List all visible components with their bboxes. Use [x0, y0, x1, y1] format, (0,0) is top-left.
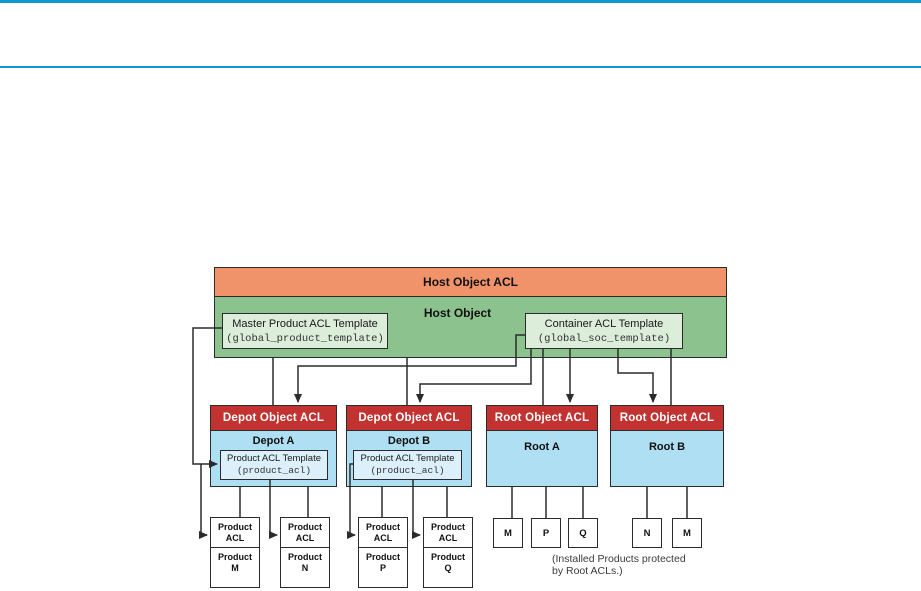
installed-m-label: M: [504, 527, 512, 539]
root-a-acl-header-label: Root Object ACL: [494, 412, 590, 424]
product-p-box: Product ACL Product P: [358, 517, 408, 588]
product-n-name-line2: N: [301, 562, 309, 573]
installed-n-label: N: [643, 527, 651, 539]
root-a-body: Root A: [487, 431, 597, 486]
master-product-acl-template-box: Master Product ACL Template (global_prod…: [222, 313, 388, 349]
product-m-acl-line2: ACL: [225, 532, 245, 543]
caption-line1: (Installed Products protected: [552, 553, 686, 565]
installed-product-m-root-a: M: [493, 518, 523, 548]
host-object-acl-box: Host Object ACL: [214, 267, 727, 297]
depot-a-template-code: (product_acl): [236, 465, 312, 476]
depot-a-product-acl-template-box: Product ACL Template (product_acl): [220, 450, 328, 480]
product-q-name-cell: Product Q: [424, 548, 472, 587]
root-a-box: Root Object ACL Root A: [486, 405, 598, 487]
depot-a-name: Depot A: [252, 435, 295, 447]
arrow-template-a-to-product-n-acl: [269, 480, 278, 539]
depot-b-body: Depot B: [347, 431, 471, 486]
product-n-name-cell: Product N: [281, 548, 329, 587]
installed-product-q-root-a: Q: [568, 518, 598, 548]
master-template-code: (global_product_template): [226, 332, 384, 345]
page-top-rule: [0, 0, 921, 3]
host-object-label: Host Object: [423, 306, 492, 320]
installed-products-caption: (Installed Products protected by Root AC…: [552, 553, 686, 577]
container-acl-template-box: Container ACL Template (global_soc_templ…: [525, 313, 683, 349]
product-q-acl-cell: Product ACL: [424, 518, 472, 548]
product-p-name-line2: P: [379, 562, 386, 573]
depot-a-template-name: Product ACL Template: [227, 453, 321, 464]
depot-a-acl-header-label: Depot Object ACL: [222, 412, 325, 424]
installed-m2-label: M: [683, 527, 691, 539]
product-p-acl-line2: ACL: [373, 532, 393, 543]
product-n-name-line1: Product: [287, 552, 322, 562]
installed-product-m-root-b: M: [672, 518, 702, 548]
product-p-name-cell: Product P: [359, 548, 407, 587]
depot-a-acl-header: Depot Object ACL: [211, 406, 336, 431]
root-b-acl-header-label: Root Object ACL: [619, 412, 715, 424]
root-a-name: Root A: [524, 441, 560, 453]
root-a-acl-header: Root Object ACL: [487, 406, 597, 431]
product-m-acl-line1: Product: [217, 522, 252, 532]
product-q-box: Product ACL Product Q: [423, 517, 473, 588]
product-p-acl-cell: Product ACL: [359, 518, 407, 548]
depot-b-template-code: (product_acl): [370, 465, 445, 476]
container-template-code: (global_soc_template): [537, 332, 671, 345]
installed-p-label: P: [542, 527, 550, 539]
product-m-name-line1: Product: [217, 552, 252, 562]
product-p-acl-line1: Product: [365, 522, 400, 532]
product-q-acl-line2: ACL: [438, 532, 458, 543]
product-n-acl-line2: ACL: [295, 532, 315, 543]
depot-b-acl-header: Depot Object ACL: [347, 406, 471, 431]
root-b-box: Root Object ACL Root B: [610, 405, 724, 487]
container-template-name: Container ACL Template: [544, 317, 664, 330]
product-q-acl-line1: Product: [430, 522, 465, 532]
product-m-acl-cell: Product ACL: [211, 518, 259, 548]
installed-product-p-root-a: P: [531, 518, 561, 548]
product-n-acl-cell: Product ACL: [281, 518, 329, 548]
depot-b-acl-header-label: Depot Object ACL: [358, 412, 460, 424]
arrow-template-b-to-product-q-acl: [412, 480, 421, 539]
depot-b-product-acl-template-box: Product ACL Template (product_acl): [353, 450, 462, 480]
root-b-name: Root B: [648, 441, 686, 453]
product-p-name-line1: Product: [365, 552, 400, 562]
arrow-master-to-product-m-acl: [199, 464, 208, 539]
product-m-name-line2: M: [231, 562, 239, 573]
depot-a-body: Depot A: [211, 431, 336, 486]
installed-product-n-root-b: N: [632, 518, 662, 548]
page-header-rule: [0, 66, 921, 68]
caption-line2: by Root ACLs.): [552, 565, 623, 577]
product-m-box: Product ACL Product M: [210, 517, 260, 588]
host-object-acl-label: Host Object ACL: [423, 275, 518, 289]
master-template-name: Master Product ACL Template: [232, 317, 378, 330]
installed-q-label: Q: [579, 527, 587, 539]
product-n-acl-line1: Product: [287, 522, 322, 532]
depot-b-name: Depot B: [387, 435, 431, 447]
root-b-body: Root B: [611, 431, 723, 486]
depot-b-template-name: Product ACL Template: [360, 453, 455, 464]
root-b-acl-header: Root Object ACL: [611, 406, 723, 431]
product-m-name-cell: Product M: [211, 548, 259, 587]
product-q-name-line1: Product: [430, 552, 465, 562]
product-n-box: Product ACL Product N: [280, 517, 330, 588]
product-q-name-line2: Q: [444, 562, 452, 573]
